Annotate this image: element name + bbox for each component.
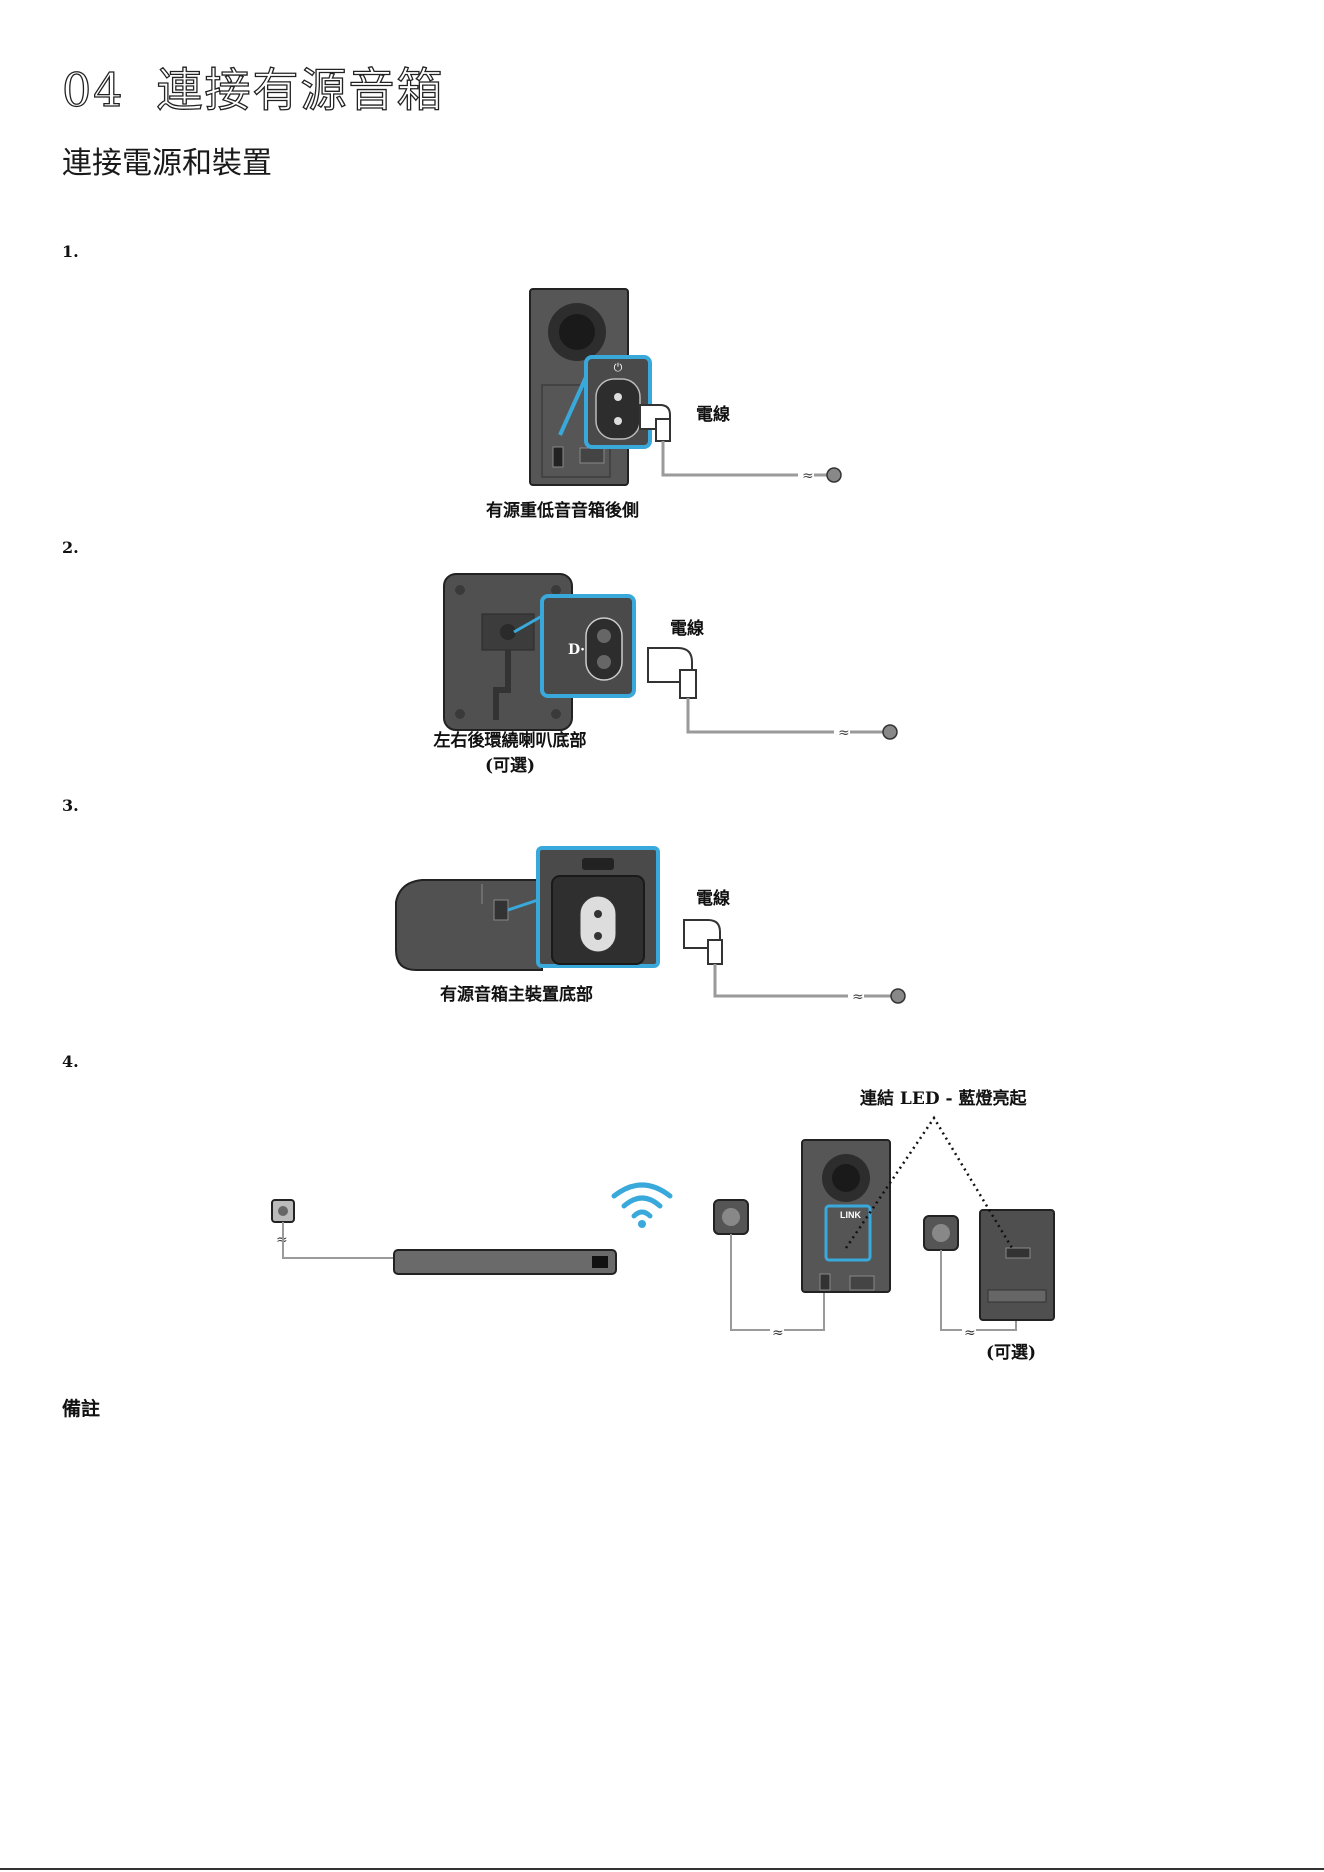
step3-caption: 有源音箱主裝置底部 bbox=[440, 980, 593, 1005]
wifi-icon bbox=[610, 1180, 674, 1228]
step2-caption-line1: 左右後環繞喇叭底部 bbox=[420, 726, 600, 751]
svg-text:≈: ≈ bbox=[964, 1325, 976, 1341]
notes-heading: 備註 bbox=[62, 1394, 100, 1421]
step3-cord-label: 電線 bbox=[696, 884, 730, 909]
step2-caption-line2: (可選) bbox=[420, 751, 600, 776]
step2-cord-label: 電線 bbox=[670, 614, 704, 639]
svg-text:≈: ≈ bbox=[852, 989, 864, 1005]
subwoofer-link-illustration: ≈ LINK ≈ bbox=[712, 1110, 1072, 1342]
link-panel-text: LINK bbox=[840, 1210, 861, 1220]
svg-text:≈: ≈ bbox=[276, 1232, 288, 1248]
surround-speaker-bottom-illustration: D· bbox=[440, 572, 640, 732]
power-cord-icon: ≈ bbox=[680, 914, 910, 1006]
step-number: 2. bbox=[62, 538, 79, 557]
chapter-title: 連接有源音箱 bbox=[157, 63, 445, 117]
step2-caption: 左右後環繞喇叭底部 (可選) bbox=[420, 726, 600, 776]
step-number: 4. bbox=[62, 1052, 79, 1071]
link-led-label: 連結 LED - 藍燈亮起 bbox=[860, 1084, 1026, 1109]
svg-text:D·: D· bbox=[568, 642, 585, 658]
section-title: 連接電源和裝置 bbox=[62, 138, 272, 182]
chapter-number: 04 bbox=[62, 63, 125, 117]
power-cord-icon: ≈ bbox=[636, 395, 846, 485]
step1-cord-label: 電線 bbox=[696, 400, 730, 425]
chapter-heading: 04 連接有源音箱 bbox=[62, 54, 445, 120]
svg-text:≈: ≈ bbox=[772, 1325, 784, 1341]
power-cord-icon: ≈ bbox=[644, 640, 904, 744]
step-number: 3. bbox=[62, 796, 79, 815]
svg-text:⏻: ⏻ bbox=[614, 361, 623, 374]
soundbar-bottom-illustration bbox=[392, 844, 662, 970]
svg-text:≈: ≈ bbox=[838, 725, 850, 741]
step1-caption: 有源重低音音箱後側 bbox=[486, 496, 639, 521]
step-number: 1. bbox=[62, 242, 79, 261]
footer-rule bbox=[0, 1868, 1324, 1870]
svg-text:≈: ≈ bbox=[802, 468, 814, 484]
